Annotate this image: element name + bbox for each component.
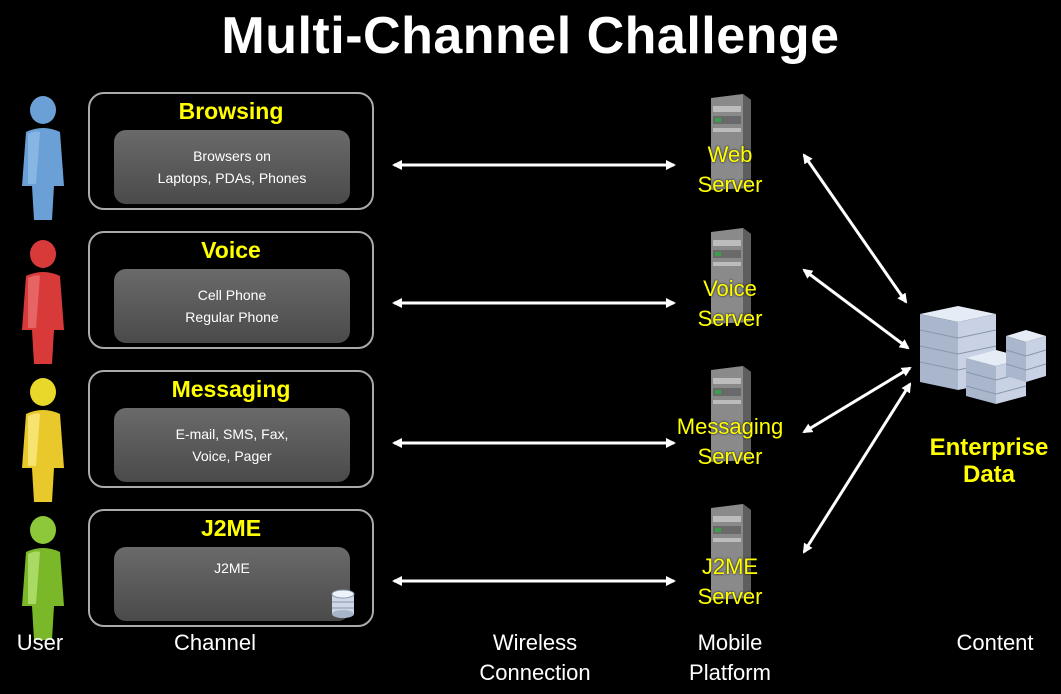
label-line: Wireless — [492, 630, 578, 655]
server-label-messaging: Messaging Server — [664, 412, 796, 472]
channel-title: Browsing — [178, 98, 284, 124]
channel-box-voice: Voice Cell Phone Regular Phone — [88, 231, 374, 349]
server-label-line: Voice — [703, 276, 757, 301]
channel-box-j2me: J2ME J2ME — [88, 509, 374, 627]
server-label-line: Server — [697, 172, 763, 197]
channel-box-browsing: Browsing Browsers on Laptops, PDAs, Phon… — [88, 92, 374, 210]
channel-line: Voice, Pager — [192, 448, 272, 464]
enterprise-data-icon — [919, 306, 1047, 404]
channel-line: Browsers on — [193, 148, 271, 164]
channel-line: Laptops, PDAs, Phones — [157, 170, 307, 186]
server-label-voice: Voice Server — [664, 274, 796, 334]
channel-description: E-mail, SMS, Fax, Voice, Pager — [114, 408, 350, 482]
server-label-web: Web Server — [664, 140, 796, 200]
channel-description: Browsers on Laptops, PDAs, Phones — [114, 130, 350, 204]
channel-line: Cell Phone — [197, 287, 267, 303]
channel-box-messaging: Messaging E-mail, SMS, Fax, Voice, Pager — [88, 370, 374, 488]
user-icon-browsing — [22, 96, 64, 220]
label-content: Content — [956, 630, 1034, 655]
server-label-j2me: J2ME Server — [664, 552, 796, 612]
server-icon-web — [711, 94, 751, 190]
arrow-messaging-data — [802, 366, 912, 434]
label-mobile-platform: Mobile Platform — [664, 628, 796, 688]
server-icon-j2me — [711, 504, 751, 600]
channel-line: Regular Phone — [185, 309, 279, 325]
user-icon-messaging — [22, 378, 64, 502]
channel-description: J2ME — [114, 547, 350, 621]
label-line: Connection — [479, 660, 591, 685]
server-label-line: J2ME — [701, 554, 759, 579]
enterprise-data-label: Enterprise Data — [914, 434, 1061, 488]
server-label-line: Server — [697, 306, 763, 331]
channel-title: Messaging — [171, 376, 291, 402]
database-icon — [331, 589, 355, 618]
channel-title: Voice — [201, 237, 261, 263]
channel-description: Cell Phone Regular Phone — [114, 269, 350, 343]
server-label-line: Web — [707, 142, 753, 167]
server-label-line: Messaging — [676, 414, 784, 439]
user-icon-j2me — [22, 516, 64, 640]
server-label-line: Server — [697, 584, 763, 609]
label-channel: Channel — [174, 630, 256, 655]
server-label-line: Server — [697, 444, 763, 469]
label-line: Mobile — [697, 630, 763, 655]
arrow-voice-data — [802, 268, 910, 350]
enterprise-label-line: Data — [962, 461, 1016, 488]
server-icon-voice — [711, 228, 751, 324]
enterprise-label-line: Enterprise — [929, 434, 1049, 461]
page-title: Multi-Channel Challenge — [221, 7, 840, 65]
label-user: User — [16, 630, 64, 655]
channel-title: J2ME — [200, 515, 262, 541]
channel-line: E-mail, SMS, Fax, — [175, 426, 289, 442]
channel-line: J2ME — [214, 560, 250, 576]
label-line: Platform — [689, 660, 771, 685]
arrow-j2me-data — [802, 382, 912, 554]
server-icon-messaging — [711, 366, 751, 462]
user-icon-voice — [22, 240, 64, 364]
label-wireless-connection: Wireless Connection — [460, 628, 610, 688]
